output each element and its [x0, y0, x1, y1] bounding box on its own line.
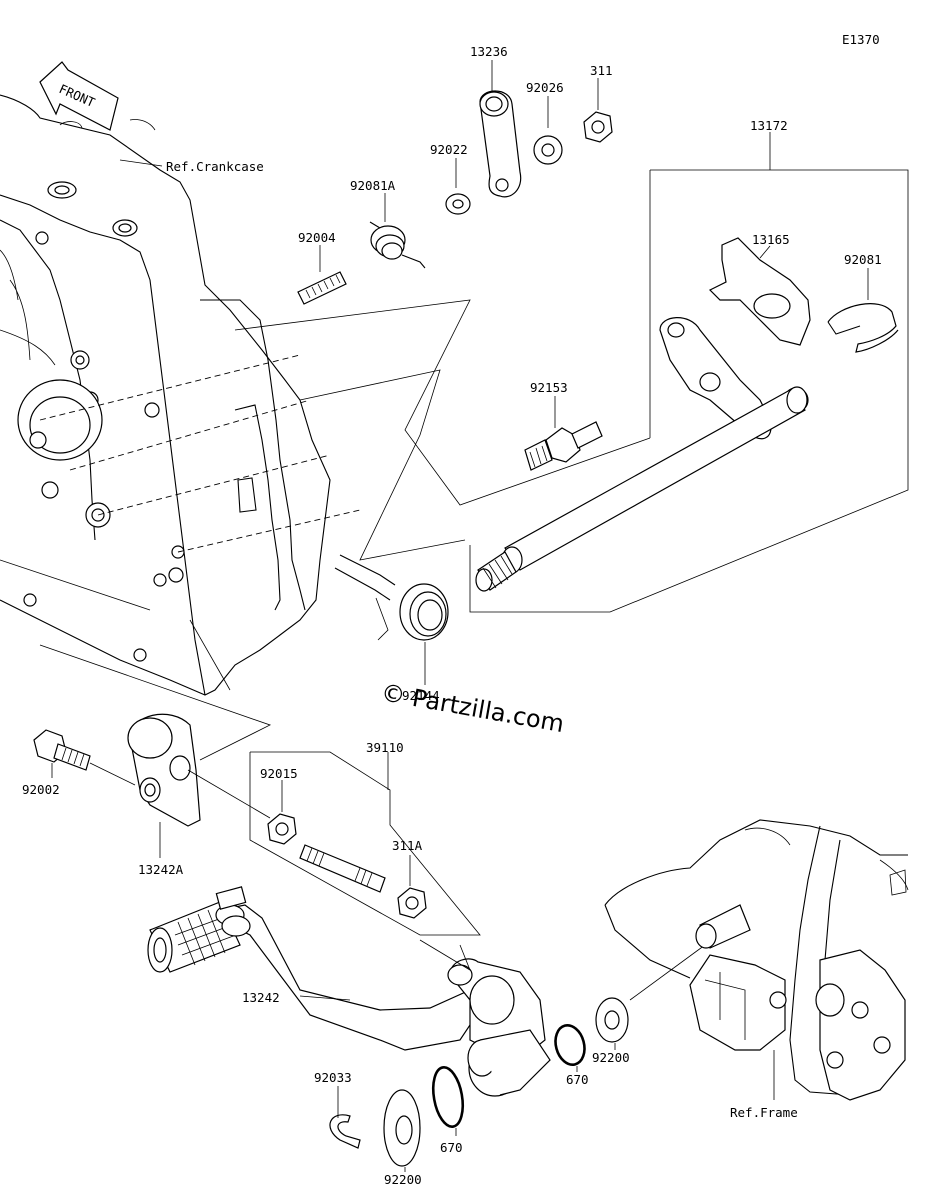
- frame-ref: [604, 819, 909, 1101]
- label-92200-a: 92200: [592, 1050, 630, 1065]
- label-92015: 92015: [260, 766, 298, 781]
- ref-frame-label: Ref.Frame: [730, 1105, 798, 1120]
- crankcase-ref: [0, 94, 361, 696]
- label-92033: 92033: [314, 1070, 352, 1085]
- part-92200-washer-a: [595, 997, 629, 1043]
- label-92026: 92026: [526, 80, 564, 95]
- part-92022-washer: [445, 193, 471, 215]
- part-92200-washer-b: [383, 1089, 421, 1167]
- part-311A-nut: [397, 887, 427, 919]
- part-92033-circlip: [329, 1114, 361, 1149]
- part-92026-washer: [533, 135, 563, 165]
- part-92002-bolt: [33, 729, 91, 771]
- part-92004-stud: [297, 271, 347, 305]
- label-13172: 13172: [750, 118, 788, 133]
- part-92015-nut: [267, 813, 297, 845]
- part-13242A-clamp: [127, 713, 201, 827]
- part-39110-rod: [299, 844, 386, 893]
- part-92153-bolt: [524, 421, 603, 471]
- label-92081A: 92081A: [350, 178, 396, 193]
- part-92144-spring: [334, 554, 449, 641]
- part-13165-plate: [708, 237, 811, 346]
- label-13165: 13165: [752, 232, 790, 247]
- watermark: © Partzilla.com: [379, 678, 566, 738]
- label-92002: 92002: [22, 782, 60, 797]
- label-13242A: 13242A: [138, 862, 184, 877]
- label-92153: 92153: [530, 380, 568, 395]
- label-13242: 13242: [242, 990, 280, 1005]
- part-92081A-spring: [369, 221, 426, 269]
- label-92144: 92144: [402, 688, 440, 703]
- label-92200-b: 92200: [384, 1172, 422, 1187]
- label-92004: 92004: [298, 230, 336, 245]
- shift-shaft-arm: [475, 317, 809, 592]
- diagram-code: E1370: [842, 32, 880, 47]
- label-311A: 311A: [392, 838, 423, 853]
- label-670-a: 670: [566, 1072, 589, 1087]
- part-670-oring-a: [554, 1024, 586, 1066]
- part-311-nut: [583, 111, 613, 143]
- front-arrow-icon: FRONT: [39, 61, 119, 131]
- label-670-b: 670: [440, 1140, 463, 1155]
- label-92022: 92022: [430, 142, 468, 157]
- part-670-oring-b: [431, 1066, 465, 1128]
- part-13242-shift-pedal: [147, 886, 551, 1097]
- part-92081-clip: [827, 303, 899, 353]
- label-92081: 92081: [844, 252, 882, 267]
- part-13236-lever: [479, 60, 522, 198]
- label-311: 311: [590, 63, 613, 78]
- label-13236: 13236: [470, 44, 508, 59]
- label-39110: 39110: [366, 740, 404, 755]
- ref-crankcase-label: Ref.Crankcase: [166, 159, 264, 174]
